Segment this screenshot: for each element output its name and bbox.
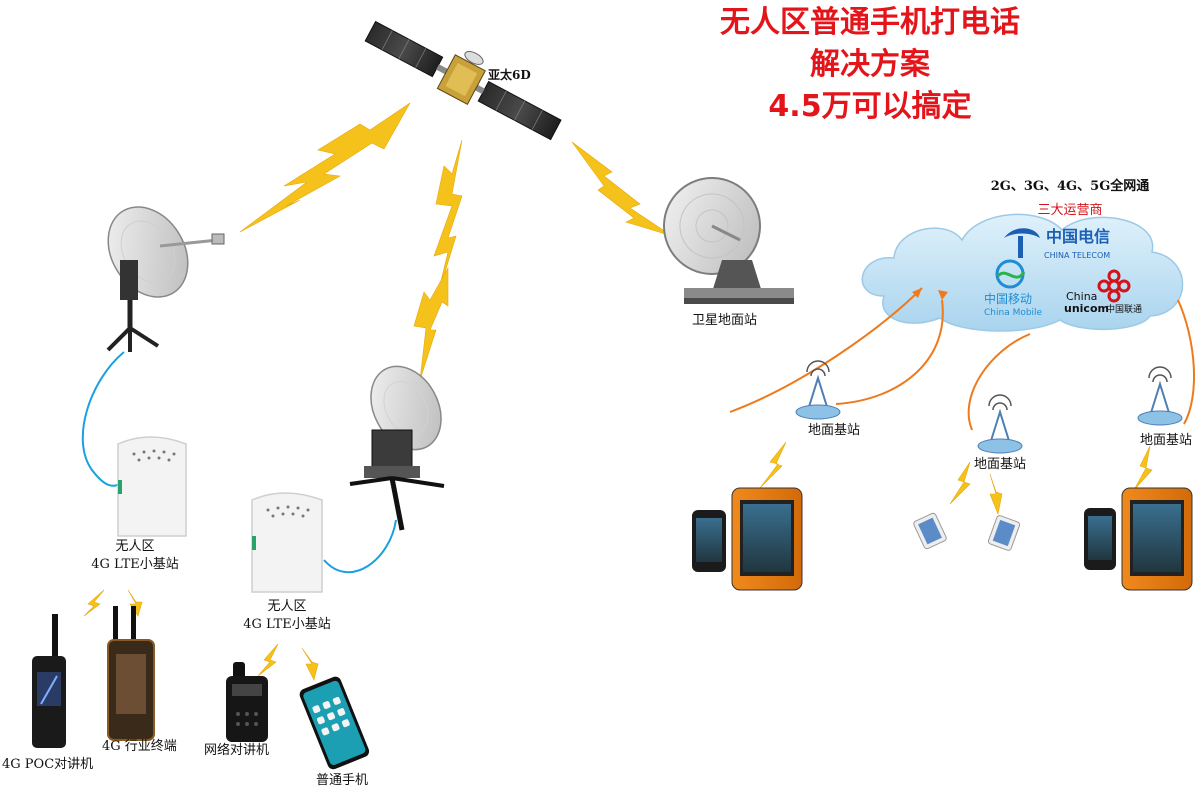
title-line-2: 解决方案 — [810, 47, 930, 82]
phone-icon — [913, 512, 947, 550]
ground-station-icon — [663, 177, 794, 304]
walkie-talkie-icon — [32, 614, 66, 748]
lightning-icon — [759, 441, 787, 489]
title-line-1: 无人区普通手机打电话 — [720, 5, 1020, 40]
satellite-icon — [364, 20, 562, 141]
lightning-icon — [413, 266, 449, 381]
unicom-name-en-2: unicom — [1064, 302, 1109, 315]
small-cell-left-line2: 4G LTE小基站 — [91, 557, 179, 572]
lightning-icon — [127, 589, 143, 617]
small-cell-mid-line2: 4G LTE小基站 — [243, 617, 331, 632]
lightning-icon — [989, 473, 1003, 516]
walkie-talkie-icon — [107, 606, 155, 741]
unicom-name-en-1: China — [1066, 290, 1098, 303]
lightning-icon — [301, 647, 319, 681]
mobile-name-en: China Mobile — [984, 308, 1043, 318]
dish-icon — [349, 365, 445, 531]
tower-icon — [1137, 366, 1183, 426]
base-station-label-2: 地面基站 — [974, 457, 1027, 472]
unicom-logo-icon — [1097, 269, 1131, 303]
dish-icon — [106, 206, 225, 352]
mobile-name: 中国移动 — [984, 292, 1033, 306]
phone-icon — [299, 676, 370, 770]
network-links — [729, 287, 1196, 431]
lightning-icon — [1133, 445, 1153, 491]
router-icon — [251, 492, 323, 593]
unicom-name: 中国联通 — [1106, 305, 1143, 315]
network-coverage-label: 2G、3G、4G、5G全网通 — [990, 179, 1150, 194]
telecom-logo-icon — [1004, 228, 1040, 258]
lightning-icon — [83, 589, 105, 617]
telecom-name: 中国电信 — [1046, 227, 1111, 246]
small-cell-left-line1: 无人区 — [115, 539, 155, 554]
base-station-label-1: 地面基站 — [808, 423, 861, 438]
telecom-name-en: CHINA TELECOM — [1044, 251, 1111, 260]
cables — [81, 351, 397, 574]
lightning-icon — [571, 141, 673, 237]
device-walkie-label: 网络对讲机 — [204, 743, 270, 758]
lightning-icon — [239, 102, 411, 233]
phone-icon — [987, 515, 1021, 551]
small-cell-mid-line1: 无人区 — [267, 599, 307, 614]
device-industry-label: 4G 行业终端 — [102, 739, 177, 754]
tower-icon — [977, 394, 1023, 454]
base-station-label-3: 地面基站 — [1140, 433, 1193, 448]
diagram-title: 无人区普通手机打电话 解决方案 4.5万可以搞定 — [650, 2, 1090, 128]
lightning-links — [83, 102, 1153, 681]
satellite-label: 亚太6D — [488, 68, 531, 82]
ground-station-label: 卫星地面站 — [692, 313, 758, 328]
operators-label: 三大运营商 — [1037, 203, 1103, 218]
mobile-logo-icon — [995, 259, 1026, 289]
device-phone-label: 普通手机 — [316, 773, 369, 788]
tower-icon — [795, 360, 841, 420]
title-line-3: 4.5万可以搞定 — [768, 89, 972, 124]
walkie-talkie-icon — [226, 662, 268, 742]
phone-icon — [692, 487, 803, 591]
lightning-icon — [257, 643, 279, 677]
device-poc-label: 4G POC对讲机 — [2, 757, 94, 772]
router-icon — [117, 436, 187, 537]
phone-icon — [1084, 487, 1193, 591]
lightning-icon — [949, 461, 971, 505]
